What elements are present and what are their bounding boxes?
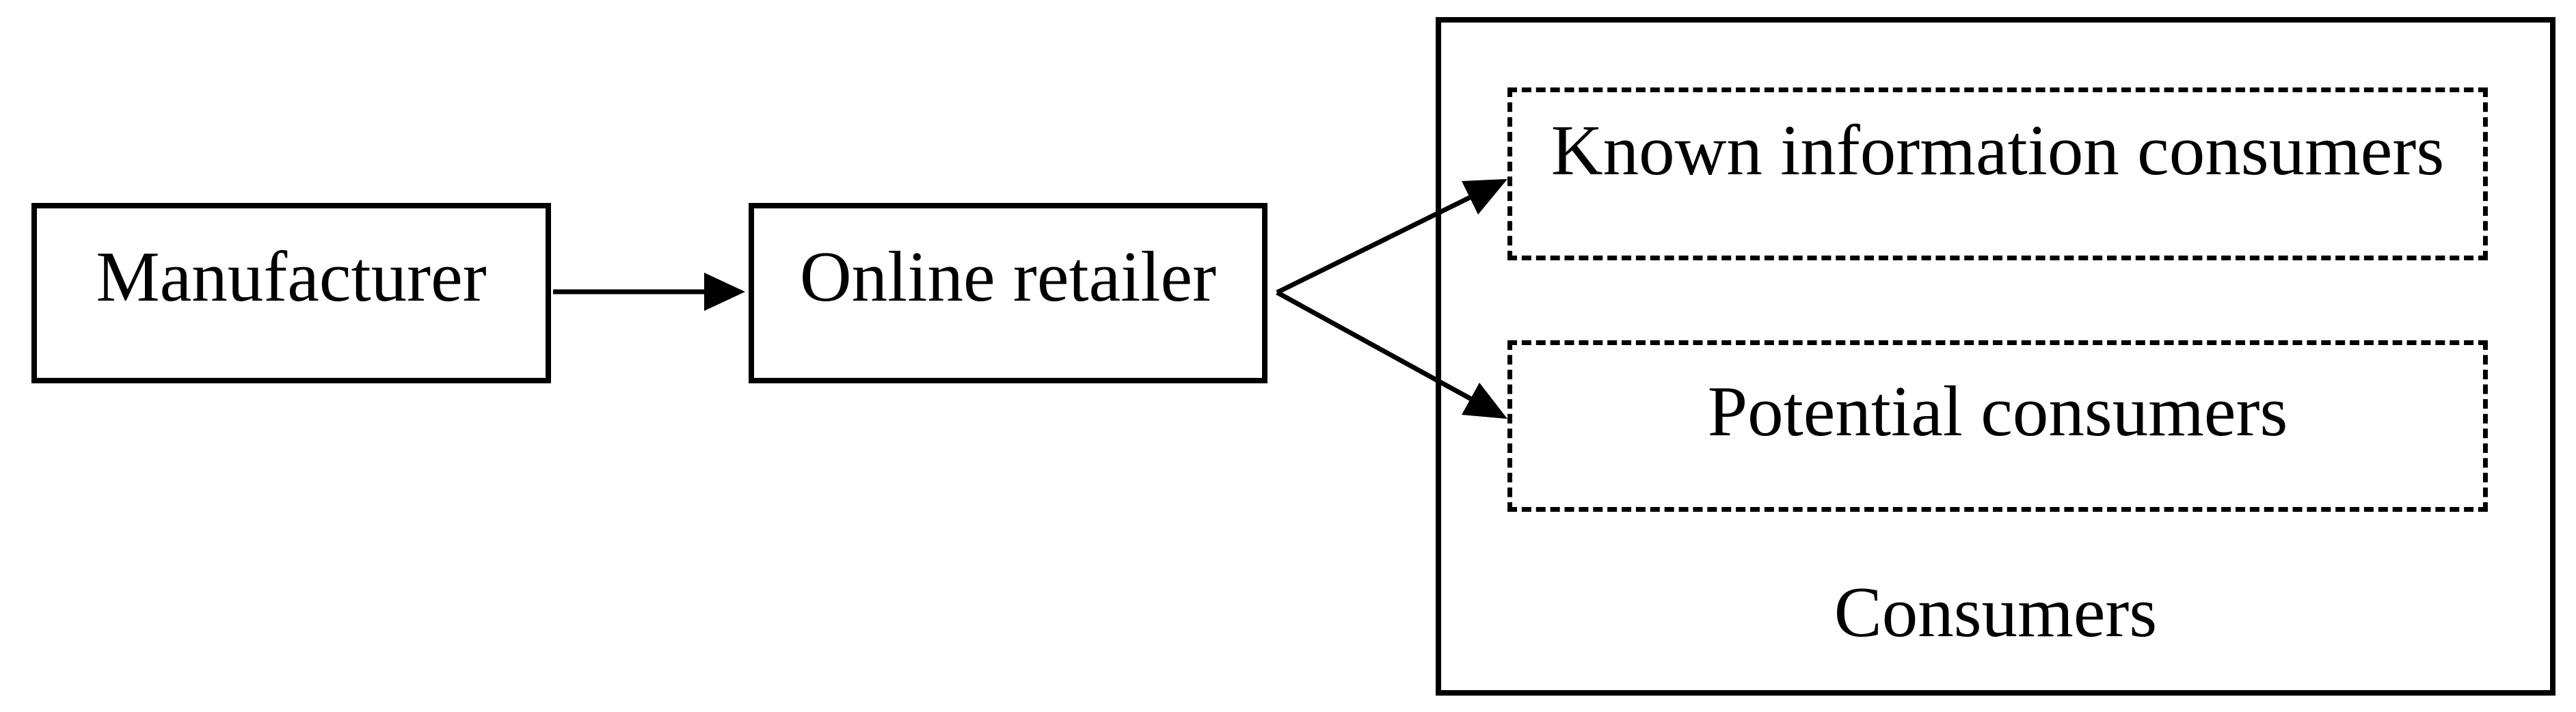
node-manufacturer: Manufacturer xyxy=(31,203,551,383)
node-potential-consumers: Potential consumers xyxy=(1507,340,2488,512)
node-consumers-group xyxy=(1436,17,2555,696)
arrow-manufacturer-to-online-retailer xyxy=(553,273,745,311)
node-online-retailer: Online retailer xyxy=(749,203,1267,383)
node-consumers-group-label: Consumers xyxy=(1834,572,2158,652)
node-manufacturer-label: Manufacturer xyxy=(96,236,487,316)
node-known-information-consumers: Known information consumers xyxy=(1507,87,2488,260)
node-known-information-consumers-label: Known information consumers xyxy=(1551,110,2445,190)
arrow-head-icon xyxy=(704,273,745,311)
node-online-retailer-label: Online retailer xyxy=(799,236,1217,316)
node-potential-consumers-label: Potential consumers xyxy=(1707,371,2288,451)
